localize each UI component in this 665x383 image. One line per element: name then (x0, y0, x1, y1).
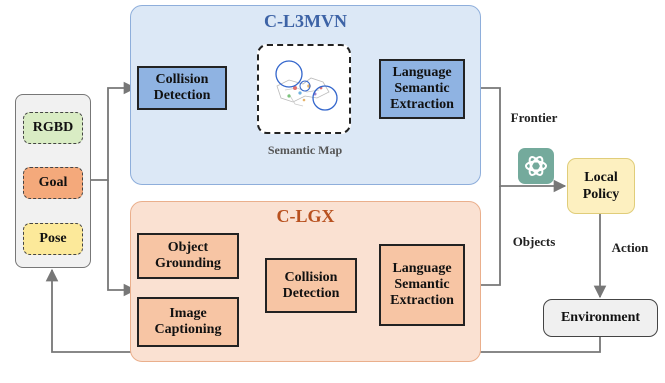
local-policy-box: Local Policy (567, 158, 635, 214)
semantic-map-image (275, 60, 338, 111)
frontier-label: Frontier (510, 110, 558, 125)
arrow-inputs-to-lgx (107, 180, 137, 297)
goal-input-box: Goal (23, 167, 83, 199)
lgx-language-semantic-extraction-box: Language Semantic Extraction (379, 244, 465, 326)
lgx-collision-detection-box: Collision Detection (265, 258, 357, 313)
semantic-map-frame (257, 44, 351, 134)
arrow-frontier (465, 87, 567, 193)
objects-label: Objects (512, 234, 556, 249)
pose-input-box: Pose (23, 223, 83, 255)
environment-box: Environment (543, 299, 658, 337)
l3mvn-language-semantic-extraction-box: Language Semantic Extraction (379, 59, 465, 119)
openai-logo-icon (518, 148, 554, 184)
image-captioning-box: Image Captioning (137, 297, 239, 347)
lgx-title: C-LGX (276, 205, 335, 226)
rgbd-input-box: RGBD (23, 112, 83, 144)
object-grounding-box: Object Grounding (137, 233, 239, 279)
arrow-inputs-to-l3mvn (91, 81, 137, 181)
l3mvn-title: C-L3MVN (264, 10, 347, 31)
l3mvn-collision-detection-box: Collision Detection (137, 66, 227, 110)
semantic-map-label: Semantic Map (267, 142, 343, 157)
action-label: Action (611, 240, 649, 255)
